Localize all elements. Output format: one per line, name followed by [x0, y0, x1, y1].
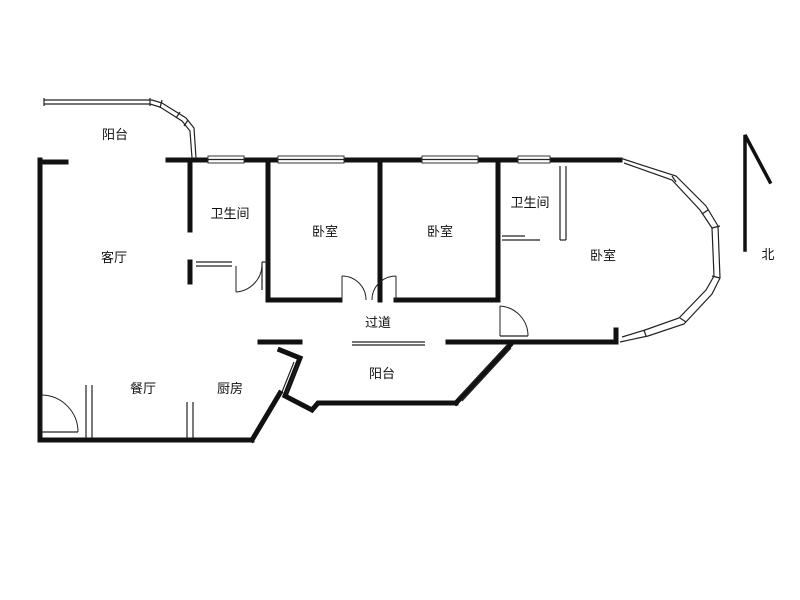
north-label: 北 — [761, 248, 774, 263]
doors — [41, 265, 529, 433]
room-label-hallway: 过道 — [365, 316, 391, 331]
room-label-dining-room: 餐厅 — [130, 381, 156, 397]
room-label-kitchen: 厨房 — [217, 381, 243, 397]
room-label-bathroom-left: 卫生间 — [210, 207, 249, 222]
windows — [43, 98, 721, 402]
room-label-bathroom-right: 卫生间 — [510, 196, 549, 211]
room-labels: 阳台 客厅 卫生间 卧室 卧室 卫生间 卧室 过道 餐厅 厨房 阳台 — [101, 128, 616, 397]
room-label-living-room: 客厅 — [101, 250, 127, 266]
room-label-bedroom-2: 卧室 — [427, 224, 453, 240]
room-label-balcony-top: 阳台 — [102, 128, 128, 143]
room-label-bedroom-master: 卧室 — [590, 248, 616, 264]
room-label-bedroom-1: 卧室 — [312, 224, 338, 240]
room-label-balcony-bottom: 阳台 — [369, 367, 395, 382]
north-arrow-icon — [743, 134, 773, 252]
